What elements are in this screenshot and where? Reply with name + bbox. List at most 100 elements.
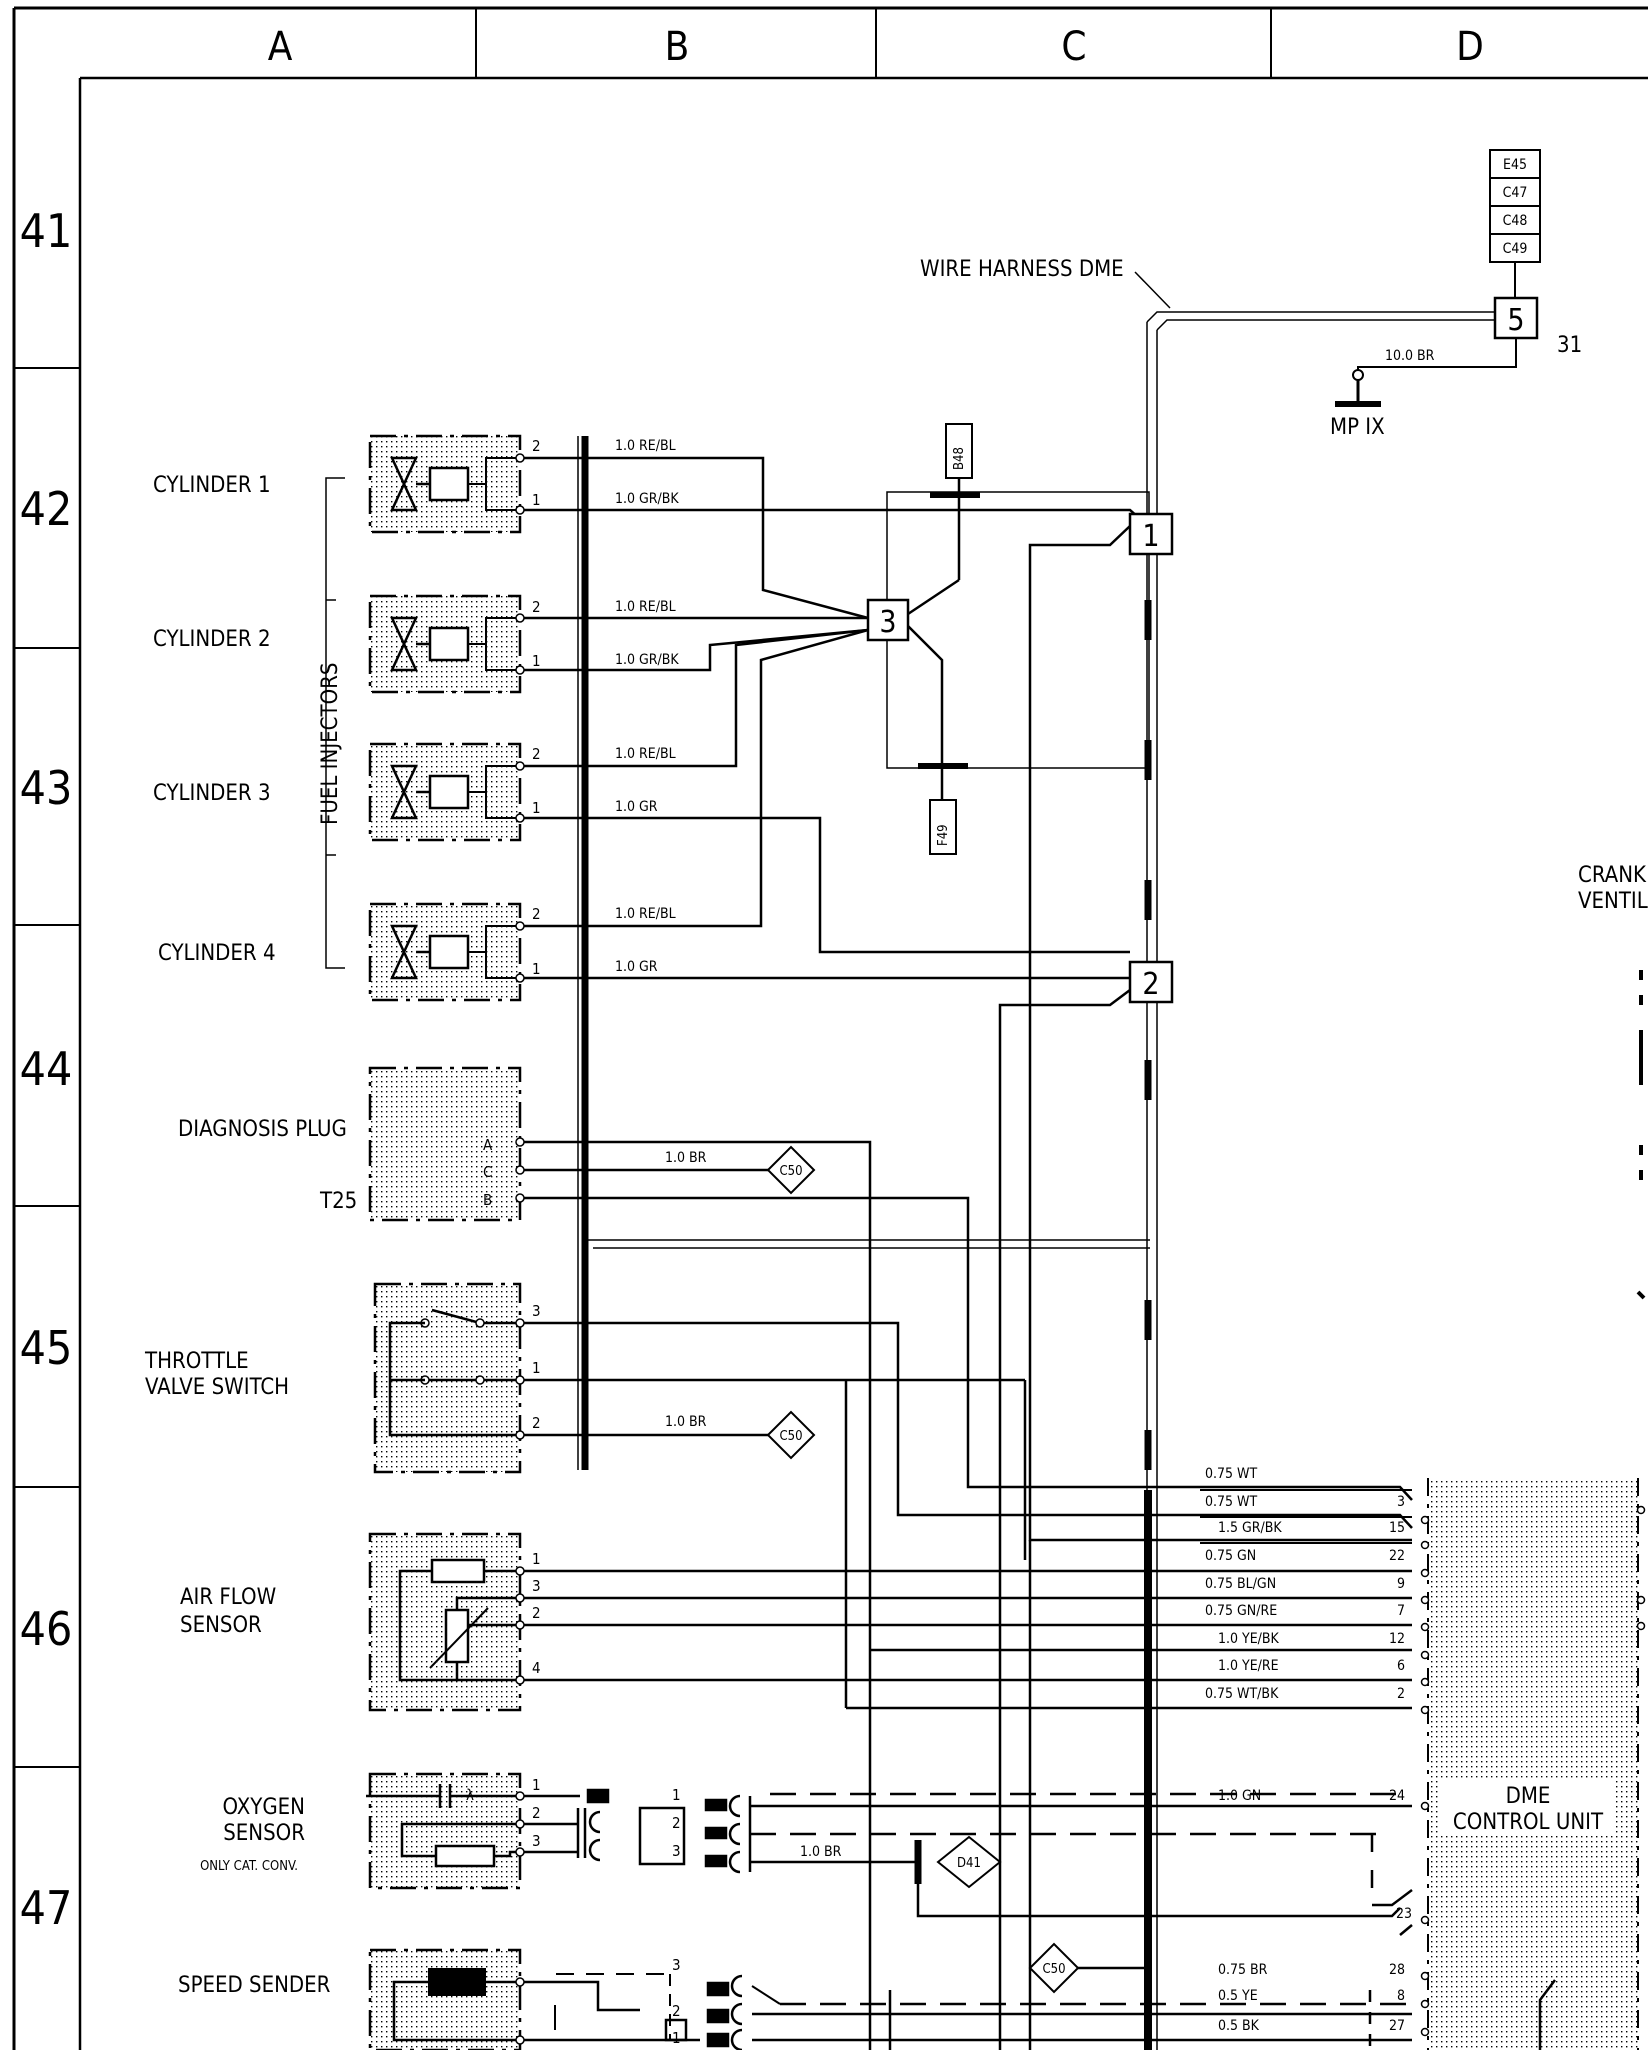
row-header-44: 44 (20, 1042, 73, 1096)
dme-pin-number: 7 (1397, 1603, 1405, 1619)
pin-label: 2 (672, 1814, 681, 1832)
dme-wire-label: 1.0 YE/BK (1218, 1631, 1280, 1647)
connector-wires (998, 525, 1412, 2050)
dme-wire-label: 0.75 GN/RE (1205, 1603, 1277, 1619)
fuse-f49-label: F49 (936, 824, 951, 846)
dme-wire-label: 0.75 WT/BK (1205, 1686, 1279, 1702)
ground-ref-e45: E45 (1503, 157, 1527, 173)
dme-wire-label: 0.75 GN (1205, 1548, 1256, 1564)
pin-label: 4 (532, 1659, 541, 1677)
fuse-b48: B48 (907, 423, 980, 616)
injector-cylinder-2 (368, 594, 525, 694)
dme-pin-number: 15 (1389, 1520, 1405, 1536)
column-header-b: B (665, 24, 690, 70)
dme-pin-number: 28 (1389, 1962, 1405, 1978)
dme-pin-row: 0.75 WT 3 (1200, 1466, 1412, 1510)
pin-label: 3 (532, 1302, 541, 1320)
pin-label: 1 (532, 491, 541, 509)
fuel-injector-group-label: FUEL INJECTORS (318, 663, 343, 825)
injector-cylinder-4 (368, 902, 525, 1002)
left-bus (577, 436, 589, 1470)
oxygen-label-line3: ONLY CAT. CONV. (200, 1859, 298, 1874)
pin-label: 3 (672, 1956, 681, 1974)
ground-symbol-diag-label: C50 (779, 1164, 802, 1179)
injector-wires (524, 456, 1149, 980)
dme-wire-label: 0.75 WT (1205, 1466, 1257, 1482)
ground-symbol-diag: C50 (766, 1145, 816, 1195)
injector-cylinder-3 (368, 742, 525, 842)
ground-symbol-throttle: C50 (766, 1410, 816, 1460)
fuse-b48-label: B48 (952, 447, 967, 470)
oxygen-sensor: λ (366, 1772, 525, 1890)
harness-trunk (582, 311, 1495, 2050)
wire-label: 1.0 BR (665, 1150, 707, 1166)
dme-pin-number: 12 (1389, 1631, 1405, 1647)
pin-label: 2 (532, 905, 541, 923)
pin-label: 2 (532, 745, 541, 763)
speed-wires (751, 1540, 1412, 2050)
oxygen-label-line1: OXYGEN (223, 1795, 305, 1820)
cylinder-1-label: CYLINDER 1 (153, 473, 271, 498)
ground-wire (1357, 338, 1517, 375)
pin-label: 1 (532, 652, 541, 670)
ground-point-label: MP IX (1330, 415, 1385, 440)
ground-symbol-throttle-label: C50 (779, 1429, 802, 1444)
harness-label: WIRE HARNESS DME (920, 257, 1124, 282)
diagnosis-plug (368, 1066, 525, 1222)
wire-label: 1.0 GR (615, 959, 658, 975)
wire-label: 1.0 GR/BK (615, 491, 679, 507)
dme-pin-row: 1.0 YE/RE 6 (1218, 1658, 1405, 1674)
pin-label: 1 (672, 1786, 681, 1804)
dme-control-unit (1427, 1478, 1639, 2050)
column-header-d: D (1456, 24, 1484, 70)
lambda-symbol: λ (466, 1786, 474, 1804)
wire-label: 1.0 RE/BL (615, 906, 676, 922)
pin-label: C (483, 1163, 492, 1181)
ground-symbol-oxygen-label: D41 (957, 1856, 981, 1871)
dme-pin-table: 0.75 WT 3 0.75 WT 1.5 GR/BK 15 0.75 GN 2… (1200, 1466, 1412, 1702)
pin-label: 1 (532, 960, 541, 978)
dme-pin-row: 0.75 WT (1200, 1494, 1412, 1518)
row-header-41: 41 (20, 204, 73, 258)
pin-label: B (483, 1191, 492, 1209)
dme-transistor-mark (1538, 1979, 1556, 2050)
cylinder-4-label: CYLINDER 4 (158, 941, 276, 966)
dme-pin-number: 22 (1389, 1548, 1405, 1564)
pin-label: 3 (672, 1842, 681, 1860)
dme-pin-row: 1.0 YE/BK 12 (1218, 1631, 1405, 1647)
air-flow-label-line2: SENSOR (180, 1613, 262, 1638)
connector-5: 5 (1493, 296, 1539, 340)
cylinder-3-label: CYLINDER 3 (153, 781, 271, 806)
dme-pin-number: 23 (1396, 1906, 1412, 1922)
row-header-46: 46 (20, 1602, 73, 1656)
cylinder-2-label: CYLINDER 2 (153, 627, 271, 652)
dme-pin-number: 3 (1397, 1494, 1405, 1510)
wire-label: 1.0 GR/BK (615, 652, 679, 668)
ground-ref-c48: C48 (1503, 213, 1528, 229)
dme-wire-label: 0.5 BK (1218, 2018, 1260, 2034)
connector-1: 1 (1128, 512, 1174, 556)
oxygen-mating-connector (704, 1794, 752, 1874)
row-header-42: 42 (20, 482, 73, 536)
column-header-c: C (1061, 24, 1086, 70)
connector-5-label: 5 (1507, 303, 1524, 338)
crankcase-edge (1636, 970, 1646, 1300)
dme-wire-label: 1.5 GR/BK (1218, 1520, 1282, 1536)
pin-label: 2 (532, 598, 541, 616)
dme-pin-row: 0.75 GN/RE 7 (1205, 1603, 1405, 1619)
crankcase-label-line2: VENTIL (1578, 889, 1648, 914)
pin-label: A (483, 1136, 493, 1154)
dme-wire-label: 0.75 WT (1205, 1494, 1257, 1510)
ground-ref-c47: C47 (1503, 185, 1528, 201)
row-header-43: 43 (20, 761, 73, 815)
column-header-a: A (268, 24, 293, 70)
connector-1-label: 1 (1142, 519, 1159, 554)
crankcase-label-line1: CRANK (1578, 863, 1647, 888)
connector-3-label: 3 (879, 605, 896, 640)
oxygen-plug (524, 1788, 686, 1866)
dme-wire-label: 0.75 BR (1218, 1962, 1268, 1978)
diagnosis-plug-label: DIAGNOSIS PLUG (178, 1117, 347, 1142)
dme-pin-row: 0.75 BL/GN 9 (1205, 1576, 1405, 1592)
fuse-f49: F49 (907, 625, 968, 855)
speed-sender-label: SPEED SENDER (178, 1973, 331, 1998)
